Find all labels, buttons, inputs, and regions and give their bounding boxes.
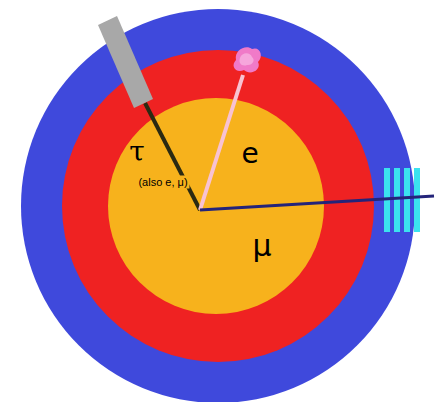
muon-hit <box>394 168 400 232</box>
particle-label: e <box>241 140 258 168</box>
muon-hit <box>404 168 410 232</box>
electron-shower-core <box>239 53 253 65</box>
tau-deposit <box>98 16 153 108</box>
note-label: (also e, μ) <box>136 176 189 189</box>
muon-hit <box>414 168 420 232</box>
muon-layer <box>21 9 415 402</box>
electron-shower <box>234 47 261 72</box>
calorimeter-layer <box>62 50 374 362</box>
particle-label: τ <box>129 138 145 166</box>
tau-track <box>145 103 200 210</box>
particle-label: μ <box>252 231 271 261</box>
electron-track <box>200 75 243 210</box>
muon-track <box>200 196 434 210</box>
